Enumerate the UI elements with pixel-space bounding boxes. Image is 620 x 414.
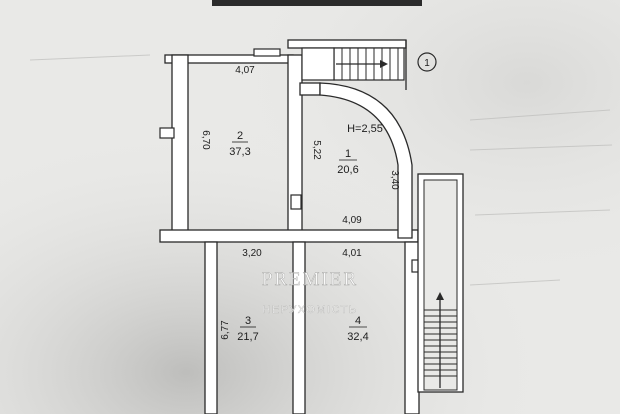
room-3-area: 21,7: [237, 331, 258, 343]
watermark-brand: PREMIER: [262, 269, 358, 290]
room-4-label: 4 32,4: [347, 315, 368, 343]
stairs-arrow-up: [436, 292, 444, 300]
axis-marker-label: 1: [424, 58, 430, 69]
watermark: PREMIER НЕРУХОМІСТЬ: [262, 269, 358, 316]
dim-room1-bottom: 4,09: [342, 215, 362, 226]
dim-top-room2: 4,07: [235, 65, 255, 76]
dim-room1-height: 5,22: [311, 140, 322, 160]
dim-room2-height: 6,70: [200, 130, 211, 150]
room-4-number: 4: [355, 315, 361, 327]
side-stairs: [417, 173, 464, 393]
room-2-number: 2: [237, 130, 243, 142]
faint-text-lines: [29, 54, 613, 286]
watermark-subtitle: НЕРУХОМІСТЬ: [262, 304, 357, 316]
dim-room3-top: 3,20: [242, 248, 262, 259]
dim-room3-height: 6,77: [220, 320, 231, 340]
wall-lower-left: [204, 241, 218, 414]
room-3-label: 3 21,7: [237, 315, 258, 343]
ceiling-height-label: H=2,55: [347, 123, 383, 135]
wall-left: [171, 54, 189, 236]
wall-top-right: [287, 39, 407, 49]
axis-marker-circle: [417, 52, 437, 72]
room-3-number: 3: [245, 315, 251, 327]
room-2-area: 37,3: [229, 146, 250, 158]
walls: [159, 39, 420, 414]
room-1-area: 20,6: [337, 164, 358, 176]
dim-room4-top: 4,01: [342, 248, 362, 259]
wall-middle: [287, 54, 303, 238]
dim-curve-side: 3,40: [389, 170, 400, 190]
room-1-label: 1 20,6: [337, 148, 358, 176]
top-edge-mark: [212, 0, 422, 6]
wall-room1-top: [299, 82, 321, 96]
top-stairs: [301, 47, 405, 81]
curved-wall: [319, 82, 413, 239]
room-1-number: 1: [345, 148, 351, 160]
stairs-arrow-right: [380, 60, 388, 68]
wall-horizontal: [159, 229, 419, 243]
room-2-label: 2 37,3: [229, 130, 250, 158]
wall-lower-middle: [292, 241, 306, 414]
room-4-area: 32,4: [347, 331, 368, 343]
